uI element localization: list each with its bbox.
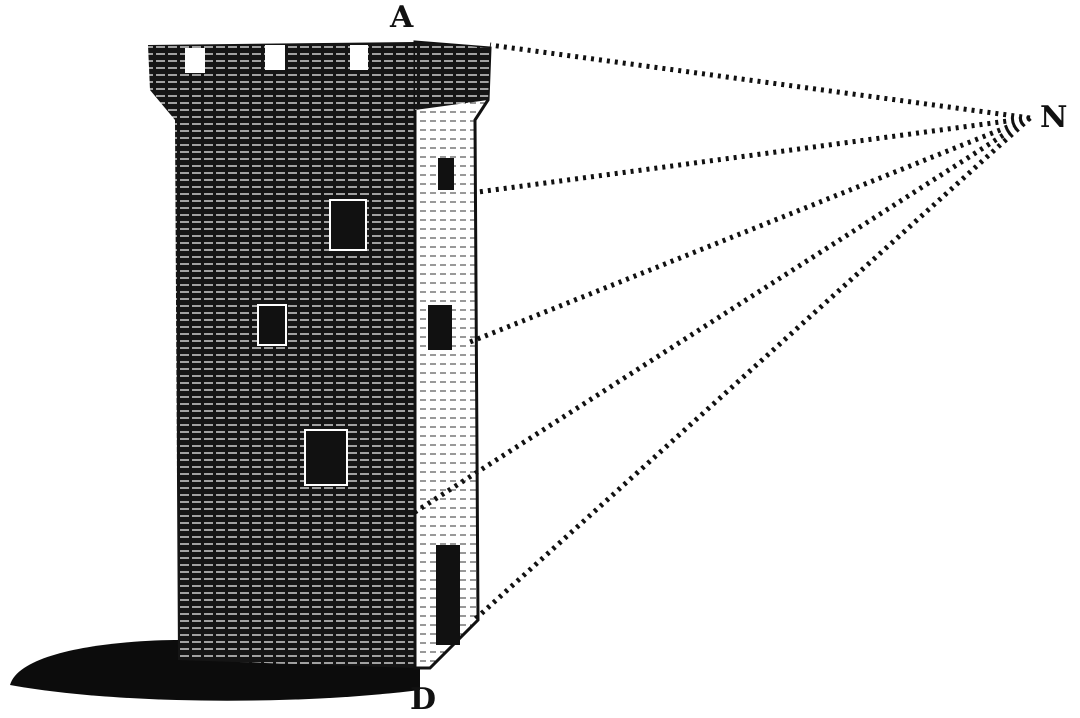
label-a: A [390,0,414,35]
tower-front-face [148,42,415,668]
sight-lines [413,42,1032,624]
label-d: D [410,682,437,717]
label-n: N [1040,100,1068,135]
windows [257,199,367,486]
